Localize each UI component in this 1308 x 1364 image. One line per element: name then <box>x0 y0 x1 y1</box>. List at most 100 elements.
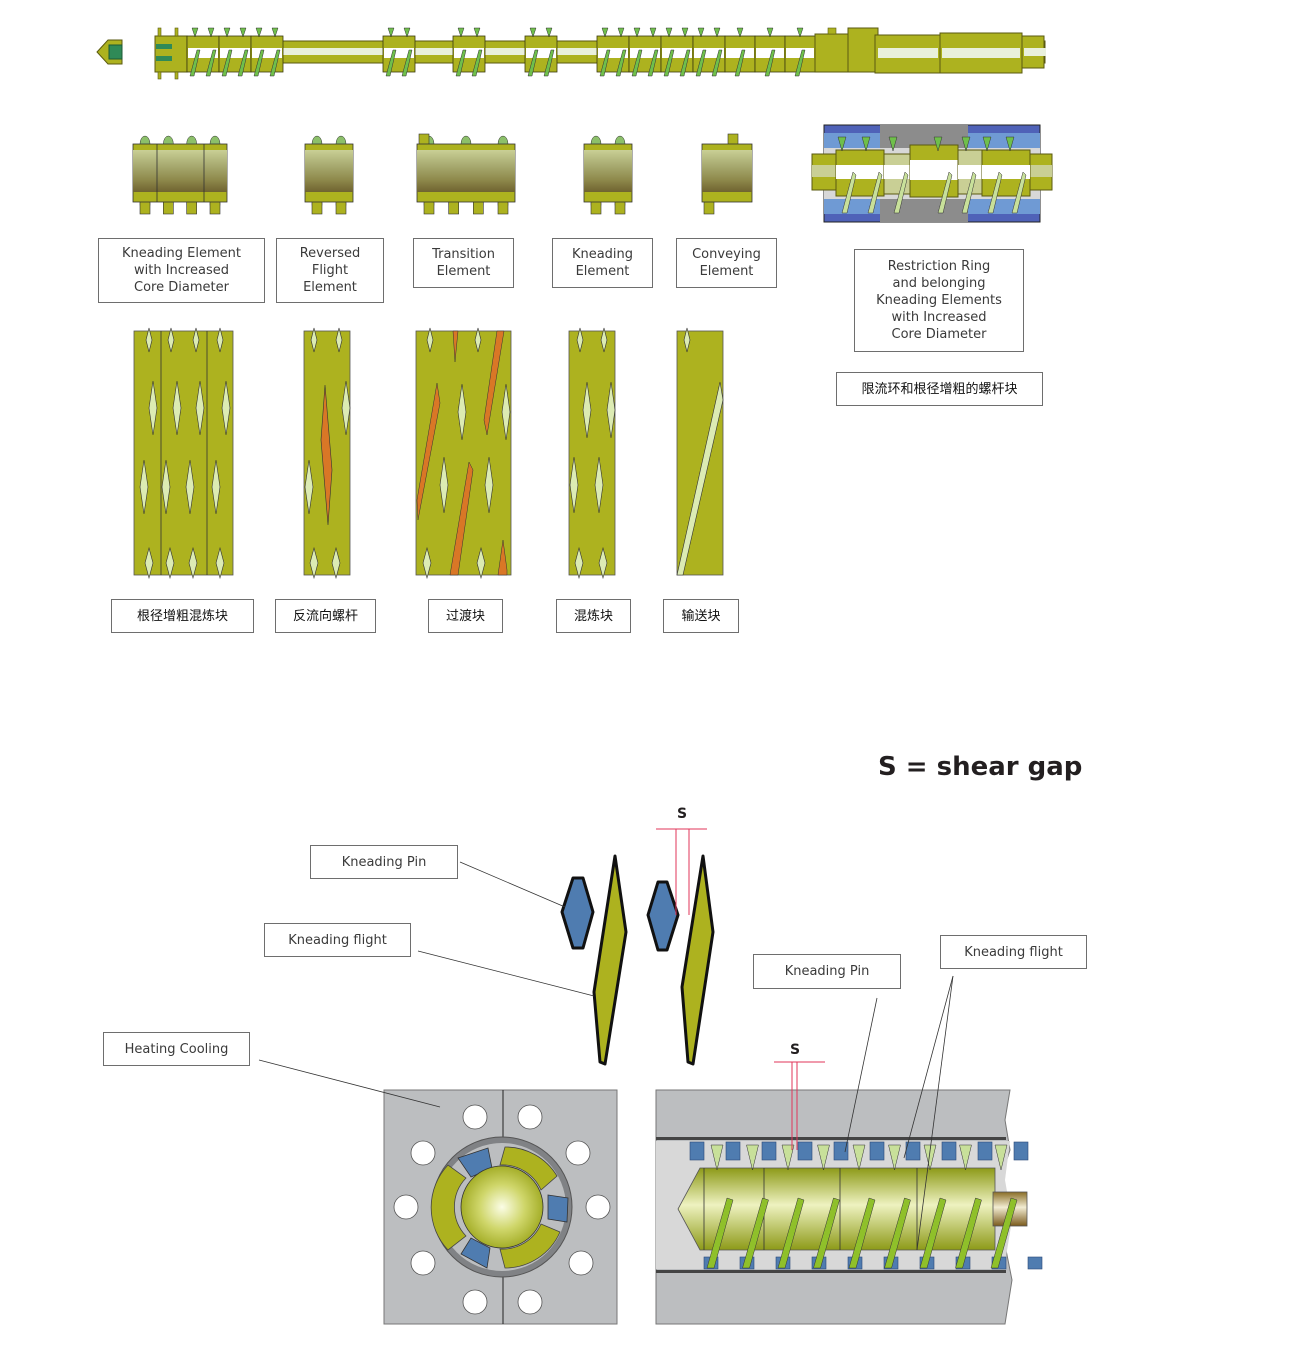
flight-tip <box>665 27 673 38</box>
label-line: Heating Cooling <box>124 1041 229 1057</box>
label-reversed-flight-cn: 反流向螺杆 <box>275 599 376 633</box>
label-line: and belonging <box>892 276 986 291</box>
label-transition-cn: 过渡块 <box>428 599 503 633</box>
label-kneading-increased-core-cn: 根径增粗混炼块 <box>111 599 254 633</box>
label-line: with Increased <box>134 263 229 278</box>
element-sleeve <box>584 150 632 192</box>
label-line: Reversed <box>299 246 361 261</box>
flight-diamond <box>304 459 314 515</box>
label-line: 反流向螺杆 <box>292 608 358 624</box>
flight-diamond <box>341 380 351 436</box>
flight-tip <box>255 27 263 38</box>
flight-diamond <box>335 327 343 353</box>
flight-diamond <box>476 546 486 580</box>
flight <box>867 171 883 214</box>
label-line: Kneading flight <box>964 944 1063 960</box>
screw-shaft-assembly <box>96 27 1046 80</box>
flight <box>1011 171 1027 214</box>
label-line: Element <box>699 264 754 279</box>
label-line: 根径增粗混炼块 <box>136 608 228 624</box>
label-line: 过渡块 <box>445 608 485 624</box>
flight-tip <box>923 1144 937 1171</box>
flight <box>543 49 555 77</box>
flight <box>990 1197 1018 1269</box>
restriction-ring-assembly <box>811 124 1053 223</box>
shaft-block-bore <box>454 48 484 58</box>
flight-tip <box>545 27 553 38</box>
label-transition: Transition Element <box>413 238 514 288</box>
cooling-bore <box>565 1140 591 1166</box>
flight <box>884 1197 911 1269</box>
flight <box>401 49 413 77</box>
flight-diamond <box>569 456 579 514</box>
kneading-pin <box>761 1141 777 1161</box>
barrel-cross-section <box>258 1059 618 1325</box>
flight-diamond <box>574 546 584 580</box>
kneading-pin <box>725 1141 741 1161</box>
flight <box>764 49 776 77</box>
element-sleeve <box>702 150 752 192</box>
kneading-pin <box>797 1141 813 1161</box>
callout-kneading-flight-2: Kneading flight <box>940 935 1087 969</box>
flight-tip <box>994 1144 1008 1171</box>
kneading-pin <box>1013 1141 1029 1161</box>
flight-diamond <box>576 327 584 353</box>
flight-tip <box>852 1144 866 1171</box>
flight <box>841 171 857 214</box>
shaft-block-bore <box>726 48 754 58</box>
shaft-block-bore <box>662 48 692 58</box>
flight-tip <box>796 27 804 38</box>
flight-diamond <box>598 546 608 580</box>
leader-line <box>844 997 878 1153</box>
cooling-bore <box>517 1104 543 1130</box>
flight-tip <box>961 136 971 152</box>
flight-tip <box>713 27 721 38</box>
label-line: with Increased <box>891 310 987 325</box>
flight-diamond <box>144 546 154 580</box>
flight-diamond <box>139 459 149 515</box>
flight-diamond <box>165 546 175 580</box>
leader-line <box>903 975 954 1159</box>
kneading-pin-shape <box>560 876 595 950</box>
leader-line <box>916 975 954 1251</box>
shaft-block-bore <box>786 48 814 58</box>
flight <box>987 171 1003 214</box>
flight-diamond <box>172 380 182 436</box>
kneading-pin <box>977 1141 993 1161</box>
callout-kneading-pin-2: Kneading Pin <box>753 954 901 989</box>
flight <box>237 49 249 77</box>
flight-diamond <box>215 546 225 580</box>
shaft-block-bore <box>756 48 784 58</box>
flight-diamond <box>600 327 608 353</box>
shear-gap-symbol: S <box>677 806 688 822</box>
flight-diamond <box>145 327 153 353</box>
shaft-tip <box>96 39 123 65</box>
label-line: Restriction Ring <box>887 259 991 274</box>
flight-diamond <box>148 380 158 436</box>
cooling-bores <box>393 1104 611 1315</box>
flight-diamond <box>484 456 494 514</box>
flight-tip <box>982 136 992 152</box>
label-kneading-cn: 混炼块 <box>556 599 631 633</box>
label-line: Kneading Elements <box>876 293 1002 308</box>
shaft-block-bore <box>694 48 724 58</box>
unrolled-strip <box>568 330 616 576</box>
flight-tip <box>529 27 537 38</box>
flight-tip <box>1005 136 1015 152</box>
flight-diamond <box>331 546 341 580</box>
flight <box>679 49 691 77</box>
flight <box>647 49 659 77</box>
flight-diamond <box>457 383 467 441</box>
shaft-coupling <box>154 27 188 80</box>
flight-diamond <box>167 327 175 353</box>
flight <box>221 49 233 77</box>
flight-diamond <box>211 459 221 515</box>
flight-diamond <box>310 327 318 353</box>
cooling-bore <box>568 1250 594 1276</box>
flight <box>385 49 397 77</box>
reverse-flight <box>449 461 474 576</box>
flight-diamond <box>501 383 511 441</box>
cooling-bore <box>462 1104 488 1130</box>
label-line: Kneading Pin <box>341 854 427 870</box>
cooling-bore <box>517 1289 543 1315</box>
